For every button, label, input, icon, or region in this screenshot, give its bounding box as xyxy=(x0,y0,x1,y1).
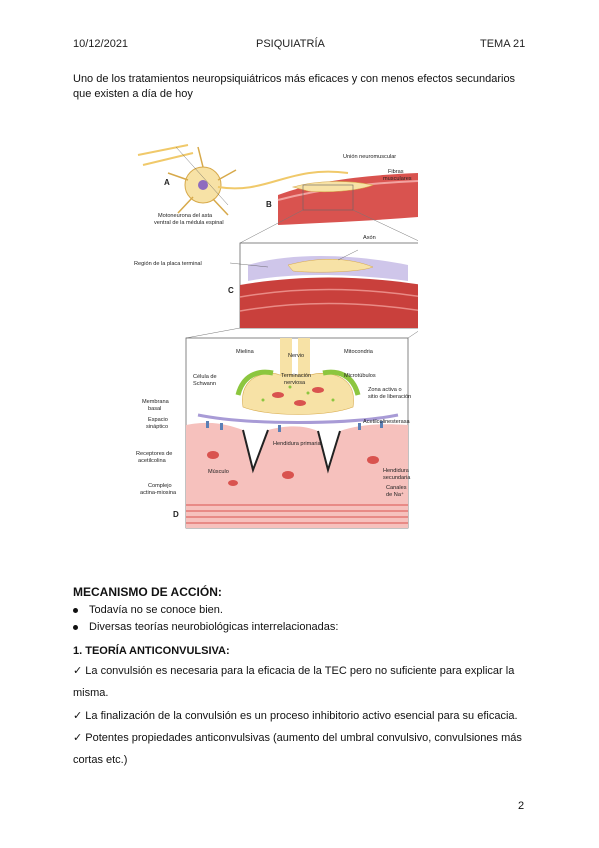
section-title: MECANISMO DE ACCIÓN: xyxy=(73,585,222,599)
label-microtubules: Microtúbulos xyxy=(344,373,376,379)
figure-letter-a: A xyxy=(164,178,170,187)
label-muscle: Músculo xyxy=(208,469,229,475)
figure-letter-b: B xyxy=(266,200,272,209)
label-receptors-2: acetilcolina xyxy=(138,458,167,464)
list-item: Todavía no se conoce bien. xyxy=(73,602,338,619)
label-receptors-1: Receptores de xyxy=(136,451,172,457)
intro-paragraph: Uno de los tratamientos neuropsiquiátric… xyxy=(73,73,516,100)
list-item: Diversas teorías neurobiológicas interre… xyxy=(73,619,338,636)
label-na-1: Canales xyxy=(386,485,407,491)
bullet-icon xyxy=(73,608,78,613)
label-secondary-2: secundaria xyxy=(383,475,411,481)
label-membrane-1: Membrana xyxy=(142,399,170,405)
label-mitochondria: Mitocondria xyxy=(344,349,374,355)
label-motoneuron-2: ventral de la médula espinal xyxy=(154,220,224,226)
label-ache: Acetilcolinesterasa xyxy=(363,419,411,425)
label-space-2: sináptico xyxy=(146,424,168,430)
label-space-1: Espacio xyxy=(148,417,168,423)
label-secondary-1: Hendidura xyxy=(383,468,410,474)
theory-item-3: ✓ Potentes propiedades anticonvulsivas (… xyxy=(73,732,522,766)
theory-title: 1. TEORÍA ANTICONVULSIVA: xyxy=(73,645,230,657)
figure-letter-c: C xyxy=(228,286,234,295)
label-nerve: Nervio xyxy=(288,353,304,359)
label-myelin: Mielina xyxy=(236,349,255,355)
label-nmj: Unión neuromuscular xyxy=(343,154,396,160)
label-schwann-2: Schwann xyxy=(193,381,216,387)
label-axon: Axón xyxy=(363,235,376,241)
mechanism-list: Todavía no se conoce bien. Diversas teor… xyxy=(73,602,338,636)
label-membrane-2: basal xyxy=(148,406,161,412)
panel-a-motoneuron: A Motoneurona del asta ventral de la méd… xyxy=(137,144,349,226)
panel-d-synapse: D Mielina Nervio Mitocondria Célula de S… xyxy=(136,337,411,529)
panel-c-endplate: C Axón Región de la placa terminal xyxy=(134,235,418,329)
label-actin-2: actina-miosina xyxy=(140,490,177,496)
page-number: 2 xyxy=(518,800,525,812)
header-subject: PSIQUIATRÍA xyxy=(256,38,325,50)
label-terminal-2: nerviosa xyxy=(284,380,306,386)
label-actin-1: Complejo xyxy=(148,483,172,489)
theory-item-1: ✓ La convulsión es necesaria para la efi… xyxy=(73,665,515,699)
label-active-2: sitio de liberación xyxy=(368,394,411,400)
label-active-1: Zona activa o xyxy=(368,387,402,393)
label-fibers-1: Fibras xyxy=(388,169,404,175)
label-terminal-1: Terminación xyxy=(281,373,311,379)
bullet-icon xyxy=(73,625,78,630)
label-fibers-2: musculares xyxy=(383,176,412,182)
panel-b-junction: B Unión neuromuscular Fibras musculares xyxy=(266,154,418,225)
figure-letter-d: D xyxy=(173,510,179,519)
label-schwann-1: Célula de xyxy=(193,374,217,380)
neuromuscular-junction-figure: A Motoneurona del asta ventral de la méd… xyxy=(134,144,418,529)
header-topic: TEMA 21 xyxy=(480,38,526,50)
label-motoneuron-1: Motoneurona del asta xyxy=(158,213,213,219)
label-na-2: de Na⁺ xyxy=(386,491,404,498)
header-date: 10/12/2021 xyxy=(73,38,129,50)
label-endplate: Región de la placa terminal xyxy=(134,261,202,267)
label-primary-cleft: Hendidura primaria xyxy=(273,441,321,447)
theory-item-2: ✓ La finalización de la convulsión es un… xyxy=(73,710,518,722)
